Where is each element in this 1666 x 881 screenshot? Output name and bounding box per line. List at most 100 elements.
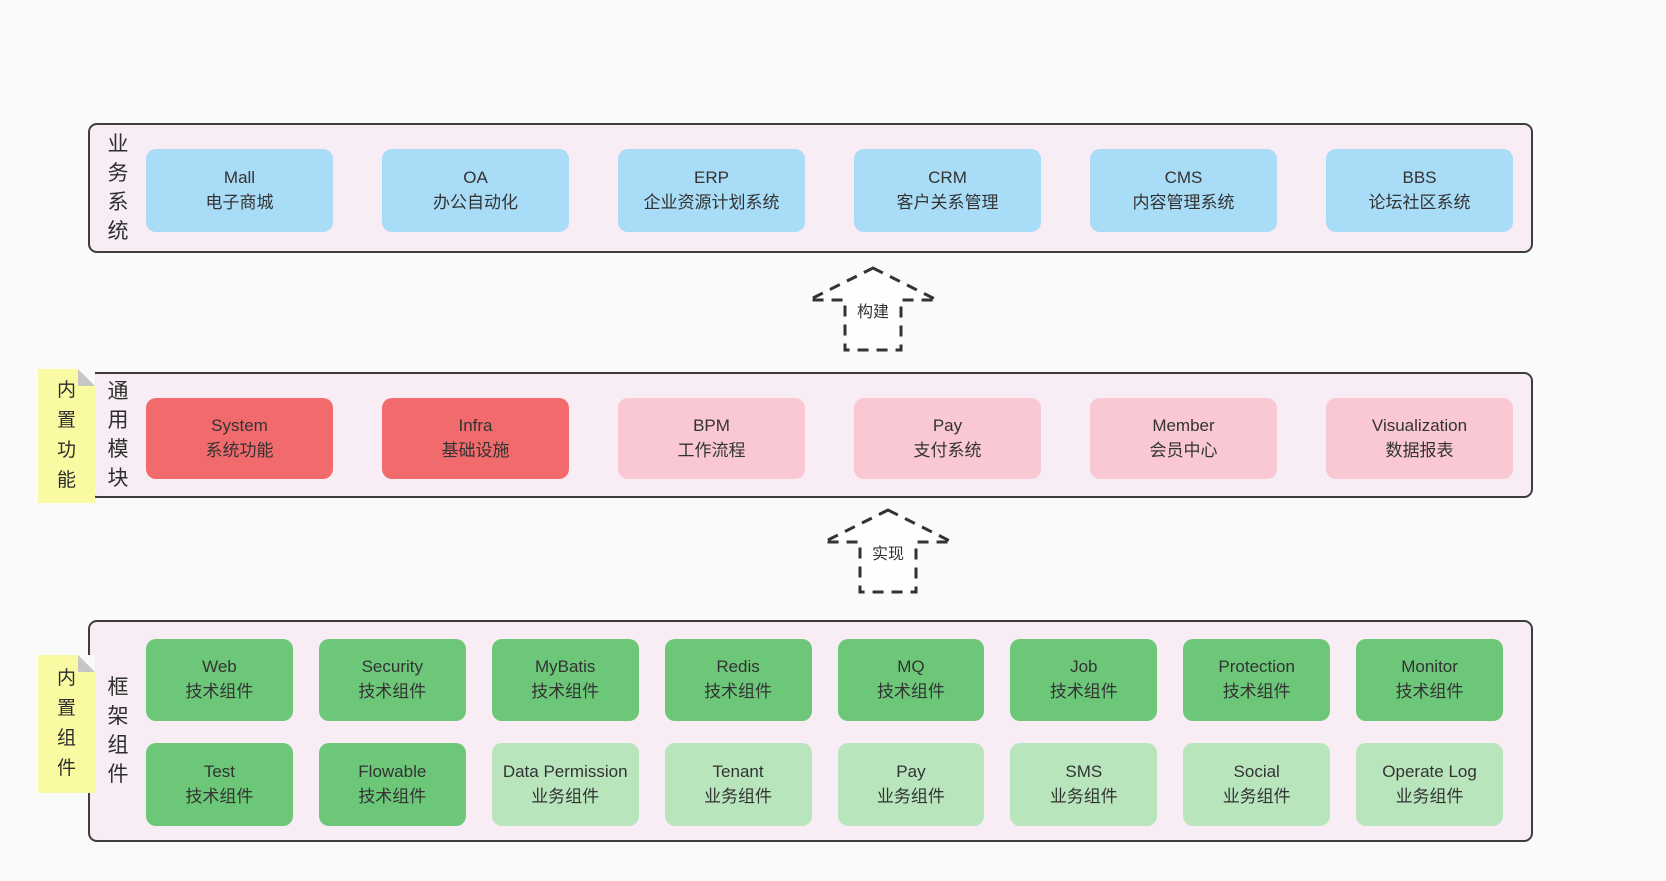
box-subtitle: 办公自动化 — [433, 192, 518, 212]
arrow-build: 构建 — [806, 264, 940, 354]
box-title: Job — [1070, 657, 1098, 677]
box-subtitle: 业务组件 — [876, 786, 945, 806]
box-mq: MQ 技术组件 — [837, 639, 985, 721]
box-title: System — [211, 415, 268, 435]
box-job: Job 技术组件 — [1010, 639, 1158, 721]
box-subtitle: 会员中心 — [1149, 440, 1218, 460]
box-title: CMS — [1164, 167, 1203, 187]
box-redis: Redis 技术组件 — [664, 639, 812, 721]
box-title: Member — [1152, 415, 1215, 435]
box-title: Pay — [896, 761, 926, 781]
box-member: Member 会员中心 — [1090, 398, 1277, 479]
box-title: Data Permission — [502, 761, 628, 781]
box-infra: Infra 基础设施 — [382, 398, 569, 479]
panel-common-modules: 通用模块 System 系统功能 Infra 基础设施 BPM 工作流程 Pay 支付系统 Mem… — [88, 372, 1533, 498]
box-security: Security 技术组件 — [318, 639, 466, 721]
box-bpm: BPM 工作流程 — [618, 398, 805, 479]
box-subtitle: 客户关系管理 — [896, 192, 999, 212]
box-crm: CRM 客户关系管理 — [854, 149, 1041, 232]
box-subtitle: 技术组件 — [531, 682, 600, 701]
box-pay: Pay 业务组件 — [837, 743, 985, 826]
sticky-note-text: 内置功能 — [56, 380, 76, 491]
sticky-note-framework-components: 内置组件 — [38, 655, 95, 793]
section-side-label-framework-components: 框架组件 — [90, 622, 146, 840]
box-subtitle: 系统功能 — [205, 440, 274, 460]
arrow-build-label: 构建 — [854, 298, 892, 323]
box-subtitle: 业务组件 — [1395, 786, 1464, 806]
box-subtitle: 技术组件 — [1222, 682, 1291, 701]
box-title: Web — [202, 657, 237, 677]
box-subtitle: 企业资源计划系统 — [643, 192, 780, 212]
sticky-note-text: 内置组件 — [56, 668, 76, 779]
box-title: Flowable — [358, 761, 427, 781]
box-title: Security — [361, 657, 424, 677]
box-title: CRM — [928, 167, 967, 187]
panel-framework-components: 框架组件 Web 技术组件 Security 技术组件 MyBatis 技术组件 Redis 技… — [88, 620, 1533, 842]
box-title: Test — [203, 761, 236, 781]
section-label-text: 框架组件 — [107, 676, 129, 786]
section-side-label-business-systems: 业务系统 — [90, 125, 146, 251]
box-visualization: Visualization 数据报表 — [1326, 398, 1513, 479]
box-title: MyBatis — [534, 657, 596, 677]
section-side-label-common-modules: 通用模块 — [90, 374, 146, 496]
box-subtitle: 业务组件 — [1049, 786, 1118, 806]
box-title: Infra — [458, 415, 493, 435]
box-subtitle: 技术组件 — [358, 682, 427, 701]
box-subtitle: 技术组件 — [185, 682, 254, 701]
box-row: System 系统功能 Infra 基础设施 BPM 工作流程 Pay 支付系统 Member 会… — [146, 398, 1513, 479]
box-operate-log: Operate Log 业务组件 — [1356, 743, 1503, 826]
box-subtitle: 业务组件 — [1222, 786, 1291, 806]
box-subtitle: 业务组件 — [531, 786, 600, 806]
box-mall: Mall 电子商城 — [146, 149, 333, 232]
box-title: Visualization — [1371, 415, 1468, 435]
box-title: Operate Log — [1382, 761, 1477, 781]
box-flowable: Flowable 技术组件 — [318, 743, 466, 826]
box-title: OA — [463, 167, 488, 187]
box-system: System 系统功能 — [146, 398, 333, 479]
box-subtitle: 论坛社区系统 — [1368, 192, 1471, 212]
box-subtitle: 技术组件 — [704, 682, 773, 701]
box-subtitle: 支付系统 — [913, 440, 982, 460]
box-title: Pay — [932, 415, 963, 435]
box-subtitle: 业务组件 — [704, 786, 773, 806]
box-subtitle: 数据报表 — [1385, 440, 1454, 460]
box-title: BBS — [1402, 167, 1437, 187]
box-title: Tenant — [712, 761, 764, 781]
box-social: Social 业务组件 — [1183, 743, 1331, 826]
box-sms: SMS 业务组件 — [1010, 743, 1158, 826]
box-data-permission: Data Permission 业务组件 — [491, 743, 639, 826]
box-title: Monitor — [1401, 657, 1458, 677]
box-subtitle: 技术组件 — [185, 786, 254, 806]
sticky-note-common-modules: 内置功能 — [38, 369, 95, 503]
arrow-implement-label: 实现 — [869, 540, 907, 565]
box-subtitle: 技术组件 — [1049, 682, 1118, 701]
arrow-implement: 实现 — [821, 506, 955, 596]
box-title: Social — [1233, 761, 1280, 781]
section-label-text: 通用模块 — [107, 380, 129, 490]
box-subtitle: 技术组件 — [358, 786, 427, 806]
box-title: MQ — [897, 657, 925, 677]
box-title: BPM — [693, 415, 730, 435]
box-subtitle: 基础设施 — [441, 440, 510, 460]
box-cms: CMS 内容管理系统 — [1090, 149, 1277, 232]
box-oa: OA 办公自动化 — [382, 149, 569, 232]
box-monitor: Monitor 技术组件 — [1356, 639, 1503, 721]
box-subtitle: 电子商城 — [205, 192, 274, 212]
section-label-text: 业务系统 — [107, 133, 129, 243]
box-subtitle: 内容管理系统 — [1132, 192, 1235, 212]
box-title: Mall — [223, 167, 256, 187]
box-subtitle: 技术组件 — [1395, 682, 1464, 701]
box-title: Redis — [716, 657, 760, 677]
box-title: SMS — [1065, 761, 1103, 781]
box-subtitle: 工作流程 — [677, 440, 746, 460]
box-subtitle: 技术组件 — [876, 682, 945, 701]
box-tenant: Tenant 业务组件 — [664, 743, 812, 826]
box-test: Test 技术组件 — [146, 743, 293, 826]
